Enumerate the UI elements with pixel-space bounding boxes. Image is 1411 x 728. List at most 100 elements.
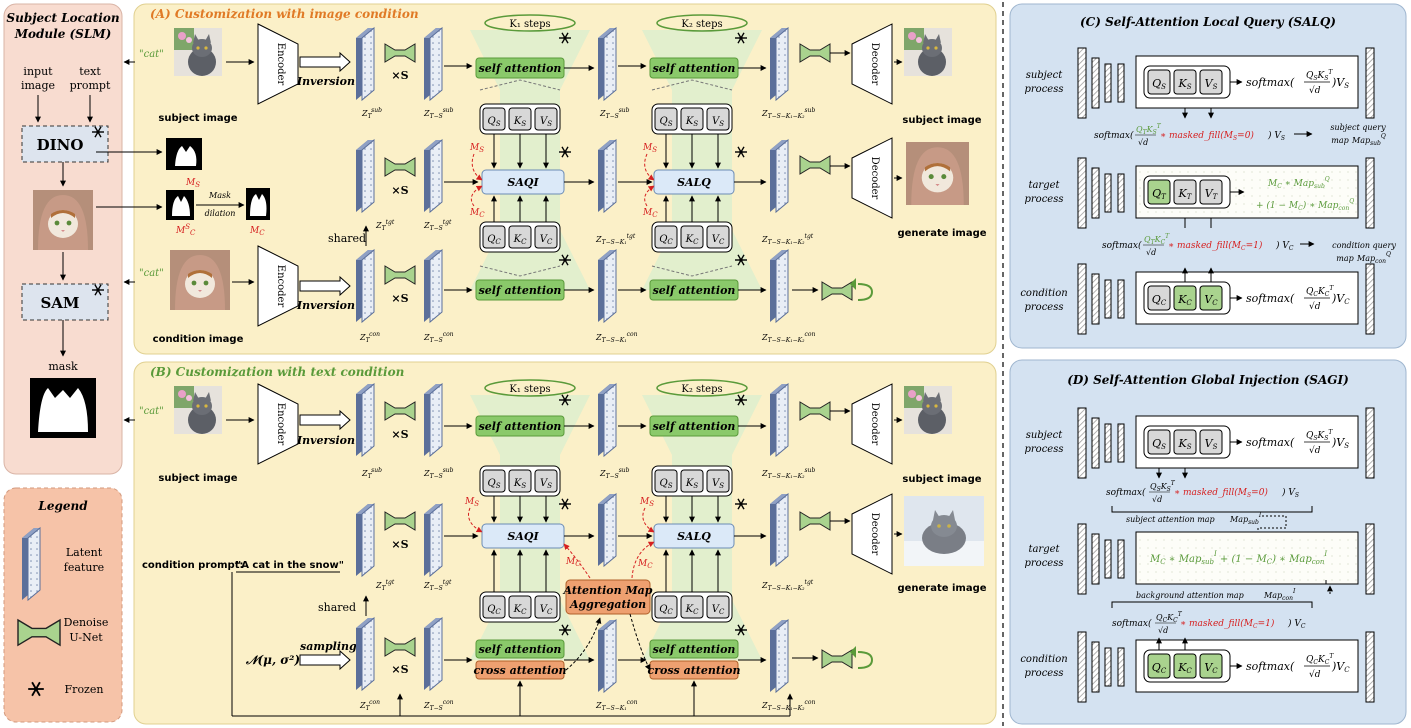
c-sq-2: map xyxy=(1331,136,1348,145)
k1-label: K₁ steps xyxy=(509,19,550,30)
svg-text:MS: MS xyxy=(469,143,484,154)
inversion-b: Inversion xyxy=(296,434,355,447)
d-subject-map: subject attention map xyxy=(1126,515,1215,524)
c-subject-2: process xyxy=(1025,84,1064,95)
times-s-a3: ×S xyxy=(391,292,408,305)
svg-text:√d: √d xyxy=(1309,301,1321,312)
svg-text:∗ masked_fill(MC=1): ∗ masked_fill(MC=1) xyxy=(1180,618,1275,630)
svg-text:√d: √d xyxy=(1138,138,1148,147)
cat-prompt: "cat" xyxy=(139,49,164,60)
legend-latent-icon xyxy=(21,527,41,601)
k2-label: K₂ steps xyxy=(681,19,722,30)
legend-latent-2: feature xyxy=(64,561,104,574)
noise-label: 𝒩(μ, σ²) xyxy=(245,653,300,667)
panel-a-content: (A) Customization with image condition K… xyxy=(123,7,987,345)
d-subject-1: subject xyxy=(1026,430,1064,441)
generate-image-b: generate image xyxy=(897,583,986,594)
shared-a: shared xyxy=(328,232,366,245)
svg-text:) VS: ) VS xyxy=(1267,130,1285,142)
c-cq-1: condition query xyxy=(1332,241,1396,250)
slm-title-1: Subject Location xyxy=(6,11,119,25)
times-s-b2: ×S xyxy=(391,538,408,551)
svg-text:MC: MC xyxy=(469,208,485,219)
panel-d-content: (D) Self-Attention Global Injection (SAG… xyxy=(1020,373,1375,703)
subject-image-output-a: subject image xyxy=(902,115,981,126)
sampling-label: sampling xyxy=(300,640,357,653)
svg-text:softmax(: softmax( xyxy=(1246,436,1295,449)
cat-prompt-cond: "cat" xyxy=(139,268,164,279)
slm-input-image-1: input xyxy=(23,65,53,78)
agg-line2: Aggregation xyxy=(569,598,646,611)
c-subject-1: subject xyxy=(1026,70,1064,81)
self-attention-b3: self attention xyxy=(479,643,562,656)
svg-text:softmax(: softmax( xyxy=(1246,76,1295,89)
cat-prompt-b: "cat" xyxy=(139,406,164,417)
svg-text:) VS: ) VS xyxy=(1281,487,1299,499)
svg-text:MS: MS xyxy=(185,178,200,189)
self-attention-a4: self attention xyxy=(653,284,736,297)
agg-line1: Attention Map xyxy=(563,584,653,597)
legend-unet-2: U-Net xyxy=(69,631,103,644)
salq-b: SALQ xyxy=(677,530,711,543)
c-condition-1: condition xyxy=(1020,288,1067,299)
saqi-a: SAQI xyxy=(507,176,539,189)
slm-mask-label: mask xyxy=(48,360,78,373)
times-s-a1: ×S xyxy=(391,69,408,82)
svg-text:MS: MS xyxy=(639,497,654,508)
self-attention-b4: self attention xyxy=(653,643,736,656)
c-sq-1: subject query xyxy=(1330,123,1386,132)
k1-label-b: K₁ steps xyxy=(509,384,550,395)
cross-attention-b1: cross attention xyxy=(474,664,567,677)
svg-text:softmax(: softmax( xyxy=(1112,618,1152,629)
encoder-b: Encoder xyxy=(275,403,286,446)
legend-latent-1: Latent xyxy=(66,546,103,559)
panel-b-title: (B) Customization with text condition xyxy=(150,365,404,379)
svg-text:MC: MC xyxy=(249,226,265,237)
legend-unet-1: Denoise xyxy=(64,616,109,629)
encoder-a2: Encoder xyxy=(275,265,286,308)
subject-image-b: subject image xyxy=(158,473,237,484)
svg-text:softmax(: softmax( xyxy=(1106,487,1146,498)
generate-image-a: generate image xyxy=(897,228,986,239)
svg-text:MapsubQ: MapsubQ xyxy=(1351,133,1386,147)
c-condition-2: process xyxy=(1025,302,1064,313)
svg-text:∗ masked_fill(MS=0): ∗ masked_fill(MS=0) xyxy=(1160,130,1254,142)
svg-text:MC: MC xyxy=(642,208,658,219)
panel-a-title: (A) Customization with image condition xyxy=(150,7,419,21)
saqi-b: SAQI xyxy=(507,530,539,543)
slm-input-image xyxy=(33,190,93,250)
c-target-1: target xyxy=(1028,180,1060,191)
svg-text:MS: MS xyxy=(464,497,479,508)
inversion-a2: Inversion xyxy=(296,299,355,312)
decoder-a1: Decoder xyxy=(869,43,880,86)
svg-text:softmax(: softmax( xyxy=(1246,292,1295,305)
svg-text:softmax(: softmax( xyxy=(1246,660,1295,673)
condition-prompt-label: condition prompt: xyxy=(142,560,244,571)
self-attention-a1: self attention xyxy=(479,62,562,75)
svg-text:√d: √d xyxy=(1309,445,1321,456)
svg-text:+ (1 − MC) ∗ MapconQ: + (1 − MC) ∗ MapconQ xyxy=(1256,198,1354,212)
svg-text:∗ masked_fill(MS=0): ∗ masked_fill(MS=0) xyxy=(1174,487,1268,499)
d-target-2: process xyxy=(1025,558,1064,569)
slm-title-2: Module (SLM) xyxy=(14,27,112,41)
svg-text:MC ∗ MapsubI + (1 − MC) ∗ Mapc: MC ∗ MapsubI + (1 − MC) ∗ MapconI xyxy=(1149,550,1327,566)
self-attention-b2: self attention xyxy=(653,420,736,433)
sam-label: SAM xyxy=(40,294,79,312)
times-s-b1: ×S xyxy=(391,428,408,441)
c-cq-2: map xyxy=(1336,254,1353,263)
decoder-a2: Decoder xyxy=(869,157,880,200)
subject-image-a xyxy=(174,28,222,76)
encoder-a: Encoder xyxy=(275,43,286,86)
c-target-2: process xyxy=(1025,194,1064,205)
panel-d-title: (D) Self-Attention Global Injection (SAG… xyxy=(1067,373,1349,387)
d-target-1: target xyxy=(1028,544,1060,555)
times-s-a2: ×S xyxy=(391,184,408,197)
svg-text:MC: MC xyxy=(565,557,581,568)
slm-module: Subject Location Module (SLM) input imag… xyxy=(6,11,163,438)
subject-image-output-b: subject image xyxy=(902,474,981,485)
svg-text:√d: √d xyxy=(1309,85,1321,96)
times-s-b3: ×S xyxy=(391,663,408,676)
panel-b-content: (B) Customization with text condition K₁… xyxy=(123,365,987,717)
svg-text:MapconQ: MapconQ xyxy=(1356,251,1391,265)
svg-text:√d: √d xyxy=(1158,626,1168,635)
